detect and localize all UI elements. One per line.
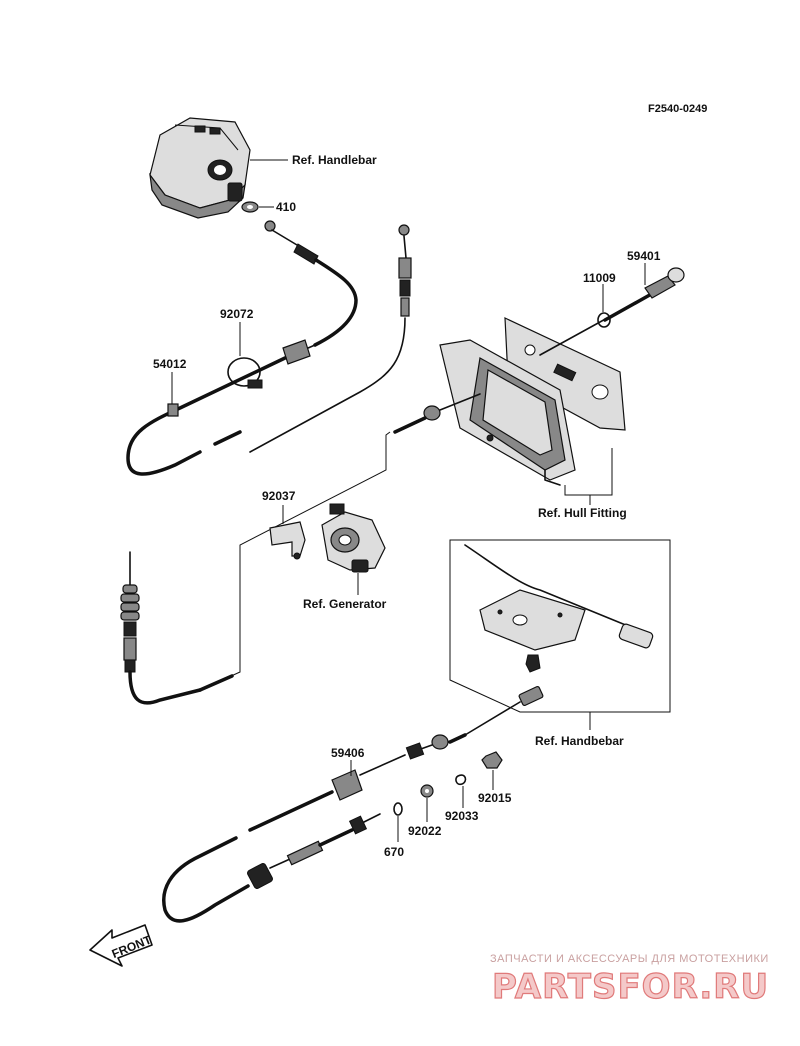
ref-hull-fitting-label: Ref. Hull Fitting (538, 506, 627, 520)
watermark-tagline: ЗАПЧАСТИ И АКСЕССУАРЫ ДЛЯ МОТОТЕХНИКИ (490, 953, 769, 965)
watermark-logo: PARTSFOR.RU (492, 967, 769, 1007)
choke-cable-upper (249, 224, 412, 453)
choke-cable-lower-end (120, 551, 234, 705)
bracket-92037 (269, 521, 306, 560)
generator-part (321, 503, 386, 573)
part-92022-label: 92022 (408, 824, 442, 838)
part-670-label: 670 (384, 845, 404, 859)
cable-clamp-92072 (227, 357, 263, 389)
throttle-cable-59406 (162, 685, 544, 923)
lock-washer-92033 (455, 774, 467, 786)
part-92037-label: 92037 (262, 489, 296, 503)
part-92033-label: 92033 (445, 809, 479, 823)
leader-hull-fitting (564, 448, 613, 505)
hull-fitting-bracket (439, 317, 626, 486)
front-arrow: FRONT (89, 924, 154, 967)
choke-cable-59401 (539, 267, 685, 356)
part-92072-label: 92072 (220, 307, 254, 321)
handlebar-switch-housing (149, 117, 251, 219)
handlebar-box (449, 539, 671, 713)
part-59406-label: 59406 (331, 746, 365, 760)
part-59401-label: 59401 (627, 249, 661, 263)
ref-handbebar-label: Ref. Handbebar (535, 734, 624, 748)
part-54012-label: 54012 (153, 357, 187, 371)
part-410-label: 410 (276, 200, 296, 214)
part-11009-label: 11009 (583, 271, 616, 285)
part-92015-label: 92015 (478, 791, 512, 805)
ref-handlebar-top-label: Ref. Handlebar (292, 153, 377, 167)
ring-670 (393, 802, 403, 816)
throttle-cable-54012 (126, 220, 358, 476)
nut-92015 (481, 751, 503, 769)
diagram-code: F2540-0249 (648, 103, 707, 115)
ref-generator-label: Ref. Generator (303, 597, 387, 611)
nut-11009 (597, 312, 611, 328)
